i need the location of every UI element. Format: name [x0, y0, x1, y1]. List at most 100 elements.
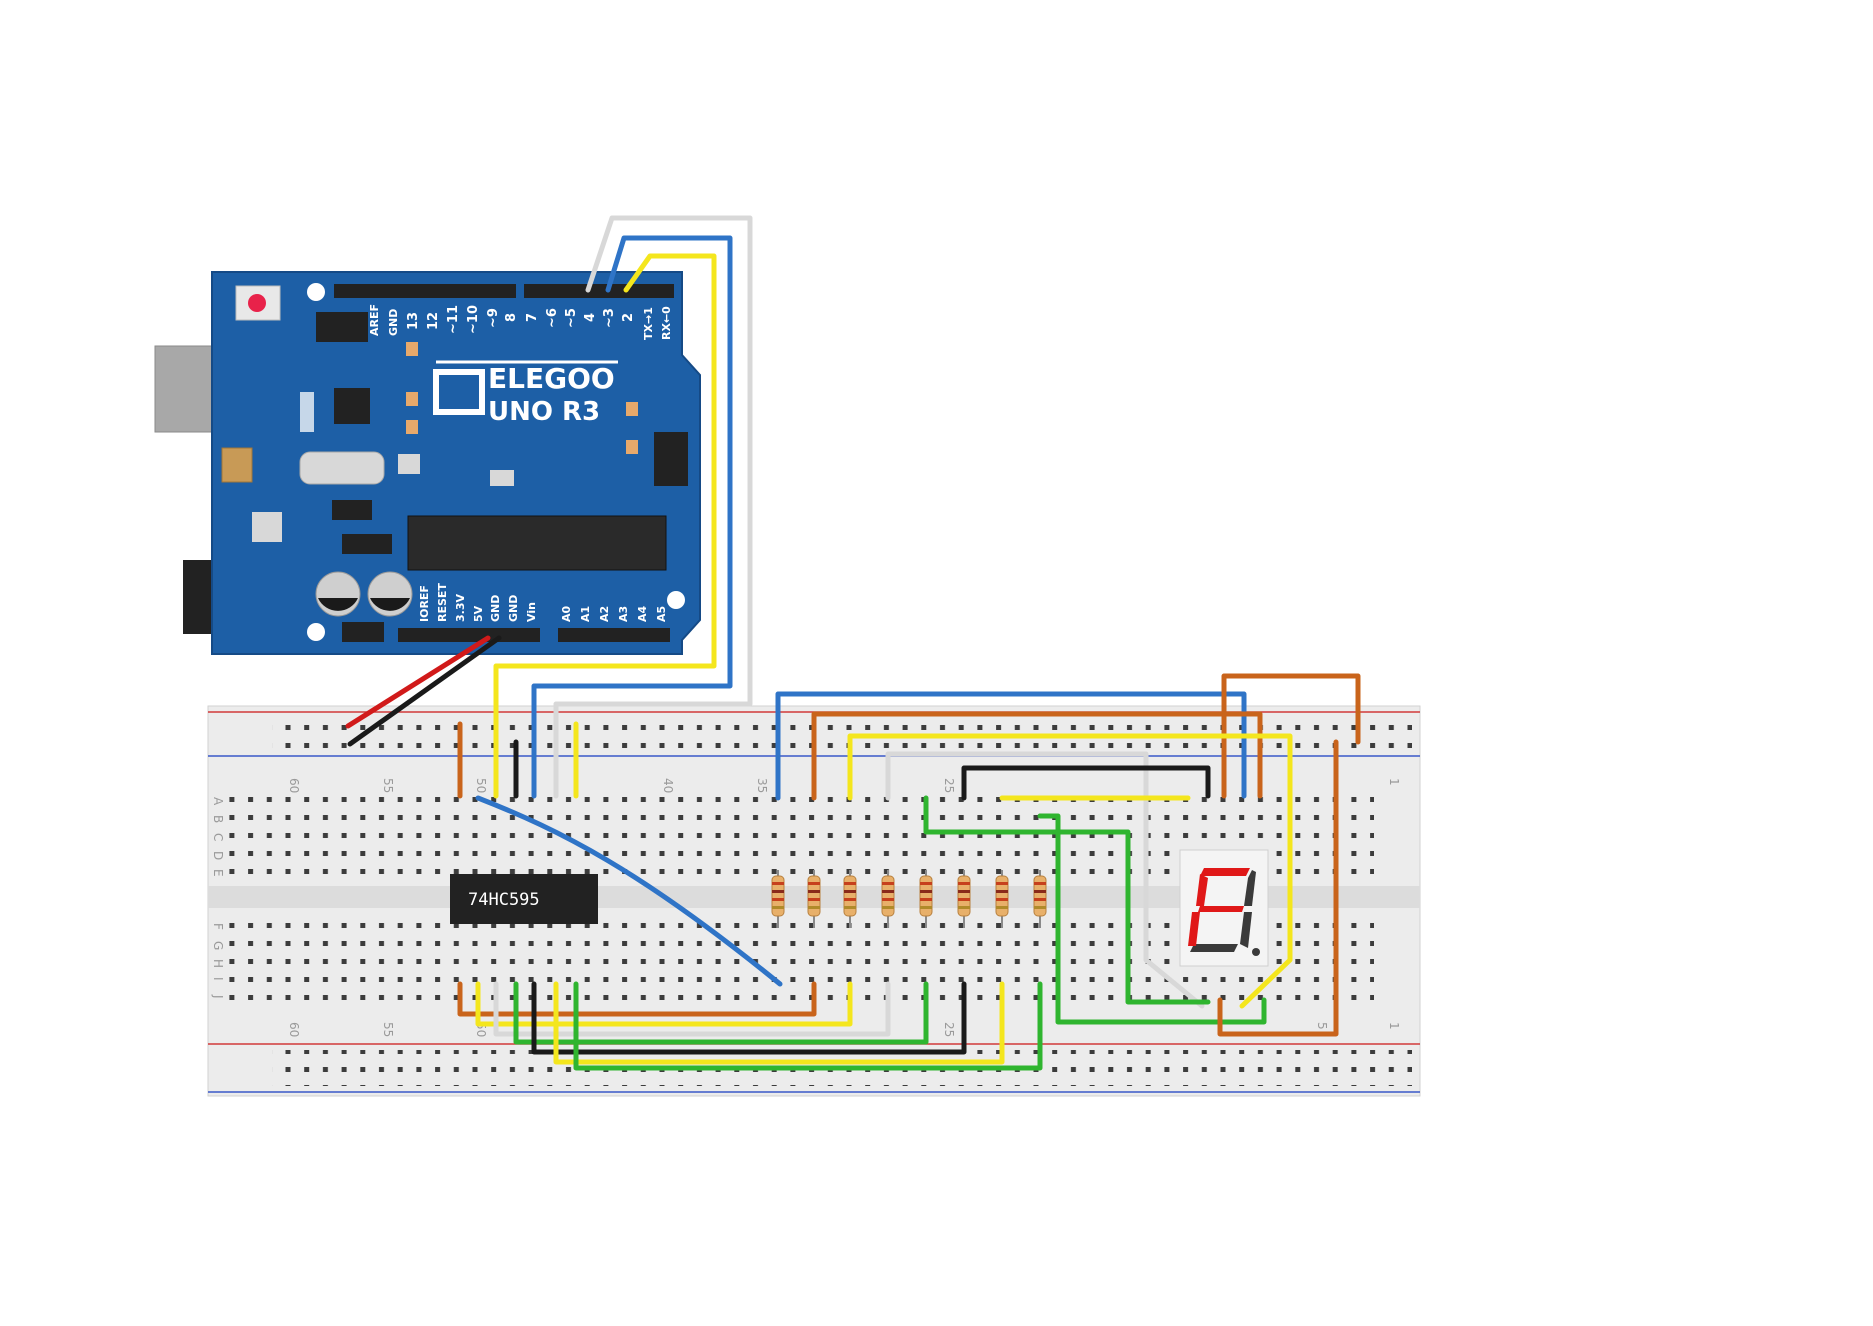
resistor-band: [882, 890, 894, 893]
resistor-band: [772, 882, 784, 885]
smd-chip: [342, 534, 392, 554]
resistor-band: [1034, 898, 1046, 901]
segment-d: [1190, 944, 1238, 952]
resistor-band: [958, 898, 970, 901]
row-letter-b: B: [211, 815, 225, 823]
seven-segment-display: [1180, 850, 1268, 966]
pin-label-3v3: 3.3V: [454, 594, 467, 622]
resistor-band: [1034, 890, 1046, 893]
pin-label-tx: TX→1: [642, 307, 655, 340]
voltage-regulator: [252, 512, 282, 542]
resistor-band: [808, 898, 820, 901]
pin-label-7: 7: [525, 313, 540, 322]
pin-label-aref: AREF: [368, 304, 381, 336]
row-letter-c: C: [211, 833, 225, 841]
resistor-band: [882, 906, 894, 909]
col-num-40: 40: [661, 778, 675, 793]
brand-name: ELEGOO: [488, 362, 615, 395]
pin-label-3: ~3: [602, 308, 617, 328]
pin-label-vin: Vin: [525, 602, 538, 622]
pin-label-reset: RESET: [436, 583, 449, 622]
row-letter-f: F: [211, 923, 225, 930]
pin-label-a5: A5: [655, 606, 668, 622]
pin-label-ioref: IOREF: [418, 585, 431, 622]
col-num-25-bottom: 25: [942, 1022, 956, 1037]
smd-led: [398, 454, 420, 474]
resistor-band: [996, 882, 1008, 885]
resistor-band: [1034, 906, 1046, 909]
pin-label-2: 2: [621, 313, 636, 322]
resistor-band: [920, 882, 932, 885]
col-num-1: 1: [1387, 778, 1401, 786]
resistor-band: [882, 882, 894, 885]
resistor-band: [958, 890, 970, 893]
pin-label-a1: A1: [579, 606, 592, 622]
resistor-band: [772, 898, 784, 901]
row-letter-h: H: [211, 959, 225, 968]
capacitor-icon: [222, 448, 252, 482]
pin-label-13: 13: [406, 312, 421, 330]
col-num-5-bottom: 5: [1315, 1022, 1329, 1030]
pin-label-gnd2: GND: [507, 595, 520, 622]
pin-label-4: 4: [583, 313, 598, 322]
model-name: UNO R3: [488, 397, 600, 427]
col-num-60: 60: [287, 778, 301, 793]
resistor-band: [772, 890, 784, 893]
mounting-hole: [307, 283, 325, 301]
pin-label-a0: A0: [560, 605, 573, 622]
pin-label-rx: RX←0: [660, 306, 673, 340]
pin-label-5v: 5V: [472, 605, 485, 622]
resistor-band: [996, 906, 1008, 909]
resistor-band: [996, 890, 1008, 893]
mounting-hole: [667, 591, 685, 609]
smd-resistor: [406, 420, 418, 434]
icsp-header-right: [654, 432, 688, 486]
pin-label-a2: A2: [598, 606, 611, 622]
pin-label-8: 8: [504, 313, 519, 322]
pin-label-gnd1: GND: [489, 595, 502, 622]
col-num-55-bottom: 55: [381, 1022, 395, 1037]
resistor-band: [808, 906, 820, 909]
col-num-25: 25: [942, 778, 956, 793]
atmega-mcu: [408, 516, 666, 570]
resistor-band: [1034, 882, 1046, 885]
pin-label-10: ~10: [466, 305, 481, 334]
resistor-band: [996, 898, 1008, 901]
reset-button-cap: [248, 294, 266, 312]
resistor-band: [958, 882, 970, 885]
resistor-band: [920, 898, 932, 901]
segment-g: [1198, 906, 1244, 912]
col-num-1-bottom: 1: [1387, 1022, 1401, 1030]
resistor-band: [920, 890, 932, 893]
pin-label-5: ~5: [564, 308, 579, 328]
smd-chip: [332, 500, 372, 520]
pin-label-11: ~11: [446, 305, 461, 334]
resistor-band: [808, 882, 820, 885]
pin-label-a3: A3: [617, 606, 630, 622]
row-letter-a: A: [211, 797, 225, 806]
resistor-band: [958, 906, 970, 909]
usb-chip: [334, 388, 370, 424]
pin-label-12: 12: [426, 312, 441, 330]
digital-header-left: [334, 284, 516, 298]
pin-label-gnd: GND: [387, 309, 400, 336]
arduino-board: AREF GND 13 12 ~11 ~10 ~9 8 7 ~6 ~5 4 ~3…: [155, 272, 700, 654]
row-letter-i: I: [211, 977, 225, 981]
pin-label-6: ~6: [545, 308, 560, 328]
mounting-hole: [307, 623, 325, 641]
col-num-50: 50: [474, 778, 488, 793]
icsp-header-small: [316, 312, 368, 342]
shift-register-ic: 74HC595: [450, 874, 598, 924]
row-letter-j: J: [211, 994, 225, 999]
pin-label-9: ~9: [486, 308, 501, 328]
row-letter-e: E: [211, 869, 225, 877]
resistor-band: [920, 906, 932, 909]
power-header: [398, 628, 540, 642]
smd-resistor: [406, 342, 418, 356]
resistor-band: [844, 890, 856, 893]
row-letter-g: G: [211, 941, 225, 950]
smd-resistor: [406, 392, 418, 406]
col-num-35: 35: [755, 778, 769, 793]
resistor-band: [808, 890, 820, 893]
